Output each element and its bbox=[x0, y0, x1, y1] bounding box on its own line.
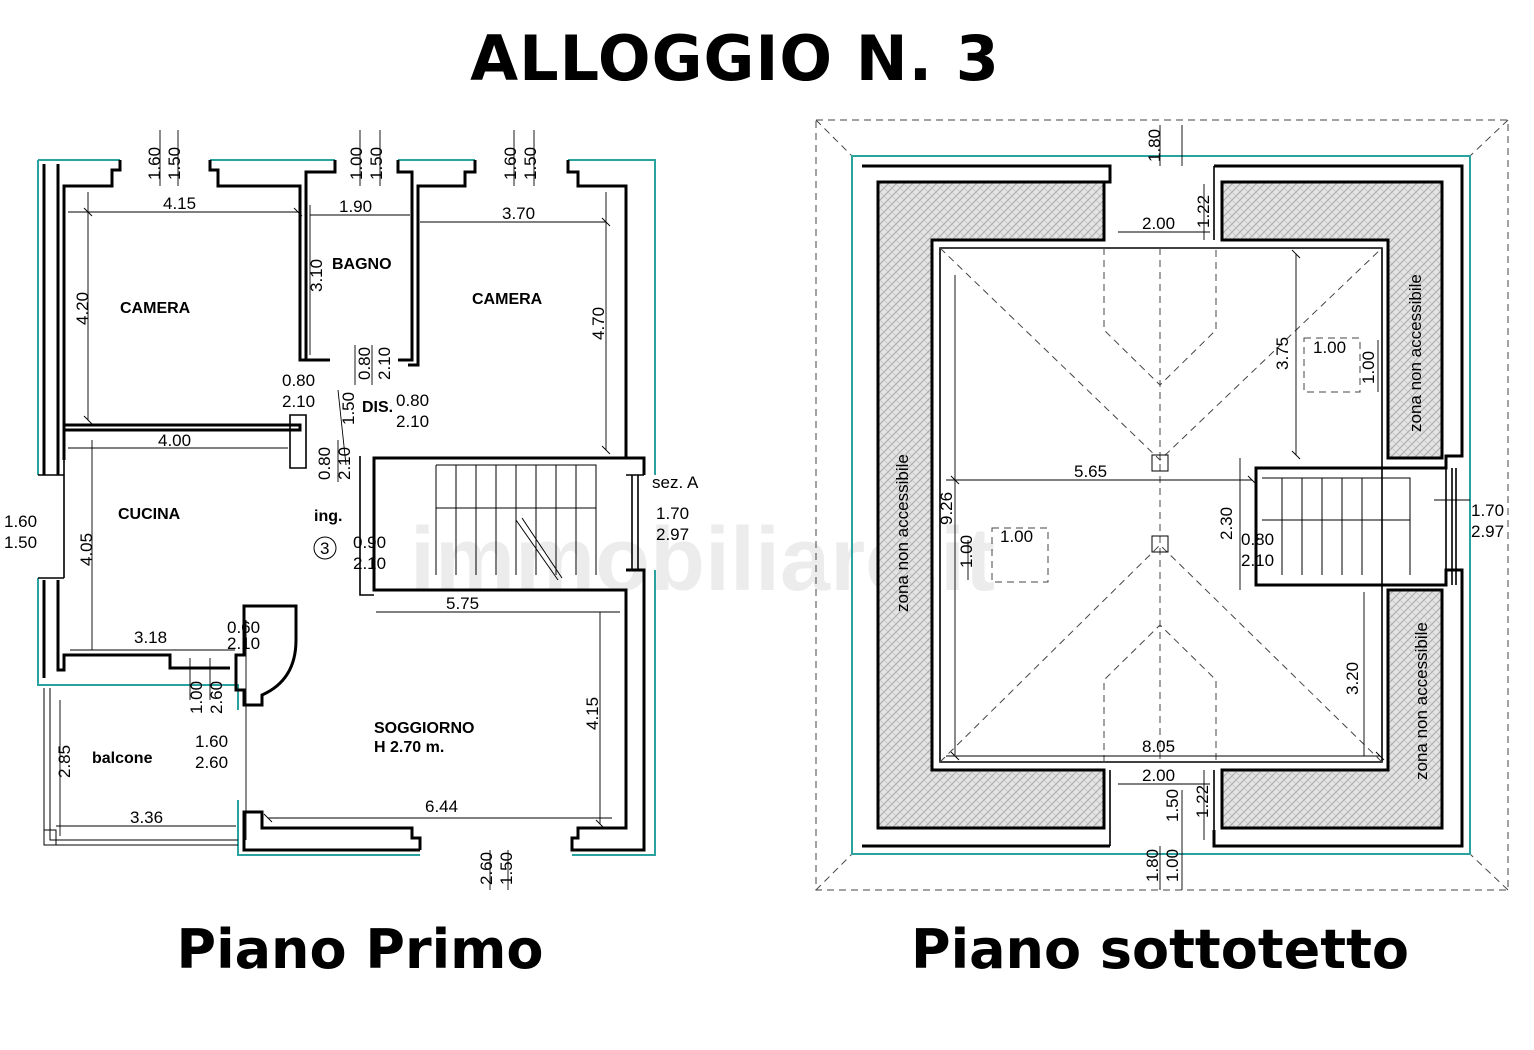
dim-door-small-h: 2.10 bbox=[227, 634, 260, 653]
dim-attic-bottom-right-depth: 3.20 bbox=[1343, 662, 1362, 695]
room-camera-left: CAMERA bbox=[120, 300, 191, 317]
dim-attic-stair-w: 2.30 bbox=[1217, 507, 1236, 540]
attic-plan bbox=[815, 119, 1509, 891]
dim-door-cucina-h: 2.10 bbox=[335, 447, 354, 480]
dim-door-cam-l-h: 2.10 bbox=[282, 392, 315, 411]
dim-balcone-width: 3.36 bbox=[130, 808, 163, 827]
dim-entry-h: 2.10 bbox=[353, 554, 386, 573]
room-soggiorno: SOGGIORNO bbox=[374, 720, 474, 737]
dim-camera-l-width: 4.15 bbox=[163, 194, 196, 213]
caption-attic: Piano sottotetto bbox=[911, 918, 1409, 981]
dim-win-left-h: 1.50 bbox=[4, 533, 37, 552]
dim-attic-total-width: 8.05 bbox=[1142, 737, 1175, 756]
dim-door-cam-l-w: 0.80 bbox=[282, 371, 315, 390]
dim-cucina-depth: 4.05 bbox=[77, 533, 96, 566]
dim-camera-l-depth: 4.20 bbox=[73, 292, 92, 325]
dim-attic-top-depth: 1.22 bbox=[1194, 195, 1213, 228]
dim-door-cucina-w: 0.80 bbox=[315, 447, 334, 480]
dim-win-top-left-w: 1.60 bbox=[145, 147, 164, 180]
dim-skylight-r-h: 1.00 bbox=[1359, 351, 1378, 384]
room-soggiorno-height: H 2.70 m. bbox=[374, 739, 444, 756]
dim-bagno-width: 1.90 bbox=[339, 197, 372, 216]
zone-label-left: zona non accessibile bbox=[893, 454, 912, 612]
dim-door-bagno-w: 0.80 bbox=[355, 347, 374, 380]
dim-win-top-right-w: 1.60 bbox=[501, 147, 520, 180]
dim-attic-span-mid: 5.65 bbox=[1074, 462, 1107, 481]
dim-attic-bottom-inner: 2.00 bbox=[1142, 766, 1175, 785]
dim-win-right-w: 1.70 bbox=[656, 504, 689, 523]
dim-door-bagno-h: 2.10 bbox=[375, 347, 394, 380]
page-title: ALLOGGIO N. 3 bbox=[470, 22, 1000, 95]
room-camera-right: CAMERA bbox=[472, 291, 543, 308]
dim-win-right-h: 2.97 bbox=[656, 525, 689, 544]
dim-cucina-width: 4.00 bbox=[158, 431, 191, 450]
dim-win-left-w: 1.60 bbox=[4, 512, 37, 531]
dim-win-sogg-w: 1.60 bbox=[195, 732, 228, 751]
dim-attic-top-w: 1.80 bbox=[1145, 129, 1164, 162]
dim-win-bottom-w: 2.60 bbox=[477, 852, 496, 885]
caption-first-floor: Piano Primo bbox=[176, 918, 544, 981]
dim-attic-total-depth: 9.26 bbox=[937, 492, 956, 525]
dim-soggiorno-depth: 4.15 bbox=[583, 697, 602, 730]
dim-attic-bottom-w1: 1.80 bbox=[1143, 849, 1162, 882]
dim-camera-r-depth: 4.70 bbox=[589, 307, 608, 340]
dim-attic-bottom-depth: 1.22 bbox=[1193, 785, 1212, 818]
dim-attic-bottom-w2: 1.00 bbox=[1163, 849, 1182, 882]
room-balcone: balcone bbox=[92, 750, 153, 767]
dim-door-cam-r-w: 0.80 bbox=[396, 391, 429, 410]
first-floor-plan bbox=[37, 130, 656, 890]
dim-win-top-left-h: 1.50 bbox=[165, 147, 184, 180]
dim-soggiorno-width: 6.44 bbox=[425, 797, 458, 816]
dim-win-bal-h: 2.60 bbox=[207, 681, 226, 714]
dim-entry-w: 0.90 bbox=[353, 533, 386, 552]
unit-number: 3 bbox=[320, 539, 329, 558]
dim-attic-right-depth: 3.75 bbox=[1273, 337, 1292, 370]
room-cucina: CUCINA bbox=[118, 506, 181, 523]
dim-dis-width: 1.50 bbox=[339, 392, 358, 425]
section-label: sez. A bbox=[652, 473, 699, 492]
dim-attic-win-right-h: 2.97 bbox=[1471, 522, 1504, 541]
dim-balcone-depth: 2.85 bbox=[55, 745, 74, 778]
dim-camera-r-width: 3.70 bbox=[502, 204, 535, 223]
dim-bagno-depth: 3.10 bbox=[307, 259, 326, 292]
dim-skylight-l-w: 1.00 bbox=[1000, 527, 1033, 546]
dim-attic-win-right-w: 1.70 bbox=[1471, 501, 1504, 520]
dim-win-top-mid-w: 1.00 bbox=[347, 147, 366, 180]
dim-door-small-w: 0.60 bbox=[227, 618, 260, 637]
dim-door-cam-r-h: 2.10 bbox=[396, 412, 429, 431]
dim-win-bal-w: 1.00 bbox=[187, 681, 206, 714]
dim-skylight-l-h: 1.00 bbox=[957, 535, 976, 568]
dim-attic-door-w: 0.80 bbox=[1241, 530, 1274, 549]
dim-win-bottom-h: 1.50 bbox=[497, 852, 516, 885]
dim-win-sogg-h: 2.60 bbox=[195, 753, 228, 772]
dim-cucina-bottom: 3.18 bbox=[134, 628, 167, 647]
zone-label-right-bottom: zona non accessibile bbox=[1412, 622, 1431, 780]
dim-stair-width: 5.75 bbox=[446, 594, 479, 613]
zone-label-right-top: zona non accessibile bbox=[1406, 274, 1425, 432]
room-disimpegno: DIS. bbox=[362, 399, 393, 416]
entrance-label: ing. bbox=[314, 508, 342, 525]
dim-win-top-mid-h: 1.50 bbox=[367, 147, 386, 180]
room-bagno: BAGNO bbox=[332, 256, 392, 273]
dim-attic-top-inner: 2.00 bbox=[1142, 214, 1175, 233]
dim-win-top-right-h: 1.50 bbox=[521, 147, 540, 180]
dim-skylight-r-w: 1.00 bbox=[1313, 338, 1346, 357]
dim-attic-bottom-win-h: 1.50 bbox=[1163, 789, 1182, 822]
dim-attic-door-h: 2.10 bbox=[1241, 551, 1274, 570]
